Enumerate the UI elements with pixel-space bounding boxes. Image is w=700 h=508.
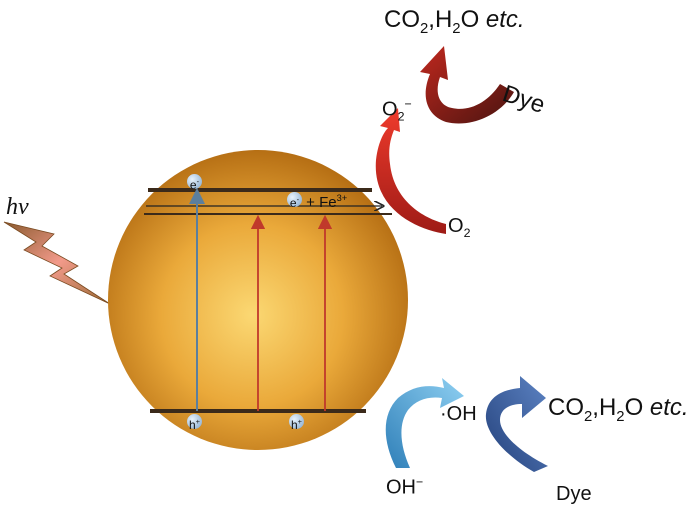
hole-bubble-icon-1: h+ <box>187 414 202 432</box>
trapped-electron-bubble-icon: e- <box>287 192 302 210</box>
dye-label-bottom: Dye <box>556 483 592 505</box>
hole-label-2: h+ <box>289 414 304 433</box>
hole-label-1: h+ <box>187 414 202 433</box>
conduction-band-electron-label: e- <box>187 174 202 193</box>
electron-bubble-icon: e- <box>187 174 202 192</box>
hydroxyl-radical-label: ·OH <box>440 403 477 425</box>
products-label-top: CO2,H2O etc. <box>384 6 525 37</box>
trapped-electron-fe3-label: e- + Fe3+ <box>287 192 347 210</box>
products-label-bottom: CO2,H2O etc. <box>548 394 689 425</box>
hv-label: hv <box>6 194 29 220</box>
oxygen-reduction-arrow <box>375 108 446 234</box>
lightning-bolt-icon <box>3 221 111 305</box>
hydroxide-label: OH− <box>386 475 424 499</box>
oxygen-label: O2 <box>448 215 471 240</box>
hole-bubble-icon-2: h+ <box>289 414 304 432</box>
superoxide-radical-label: O2− <box>382 97 412 124</box>
dye-degradation-arrow-bottom <box>485 376 548 472</box>
dye-degradation-arrow-top <box>420 46 514 124</box>
hydroxyl-oxidation-arrow <box>385 378 464 468</box>
